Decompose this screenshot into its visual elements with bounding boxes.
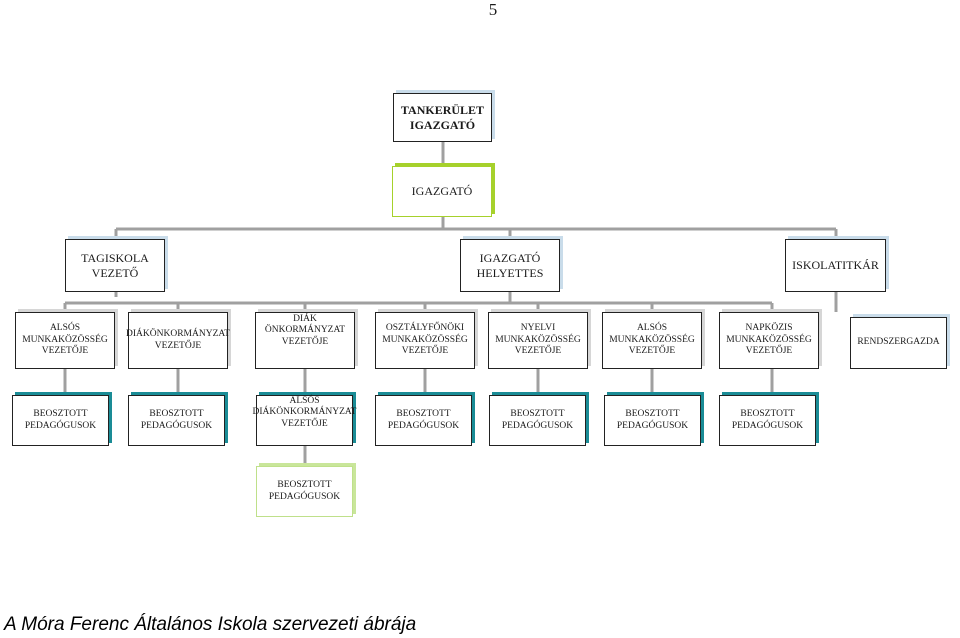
diak-onkormanyzat-label: DIÁK ÖNKORMÁNYZAT VEZETŐJE xyxy=(255,312,355,369)
also-diakonkormanyzat-node: ALSÓS DIÁKÖNKORMÁNYZAT VEZETŐJE xyxy=(253,392,356,446)
beosztott-pedagogusok-1-node: BEOSZTOTT PEDAGÓGUSOK xyxy=(12,392,112,446)
napkozis-node: NAPKÖZIS MUNKAKÖZÖSSÉG VEZETŐJE xyxy=(719,309,822,369)
igazgato-helyettes-label: IGAZGATÓ HELYETTES xyxy=(460,239,560,292)
beosztott-pedagogusok-6-label: BEOSZTOTT PEDAGÓGUSOK xyxy=(604,395,701,446)
rendszergazda-label: RENDSZERGAZDA xyxy=(850,317,947,369)
beosztott-pedagogusok-1-label: BEOSZTOTT PEDAGÓGUSOK xyxy=(12,395,109,446)
also-munkakozosseg-2-node: ALSÓS MUNKAKÖZÖSSÉG VEZETŐJE xyxy=(602,309,705,369)
also-munkakozosseg-2-label: ALSÓS MUNKAKÖZÖSSÉG VEZETŐJE xyxy=(602,312,702,369)
beosztott-pedagogusok-2-label: BEOSZTOTT PEDAGÓGUSOK xyxy=(128,395,225,446)
beosztott-pedagogusok-5-label: BEOSZTOTT PEDAGÓGUSOK xyxy=(489,395,586,446)
tagiskola-vezeto-label: TAGISKOLA VEZETŐ xyxy=(65,239,165,292)
beosztott-pedagogusok-4-label: BEOSZTOTT PEDAGÓGUSOK xyxy=(375,395,472,446)
beosztott-pedagogusok-7-node: BEOSZTOTT PEDAGÓGUSOK xyxy=(719,392,819,446)
diak-onkormanyzat-node: DIÁK ÖNKORMÁNYZAT VEZETŐJE xyxy=(255,309,358,369)
beosztott-pedagogusok-6-node: BEOSZTOTT PEDAGÓGUSOK xyxy=(604,392,704,446)
also-munkakozosseg-label: ALSÓS MUNKAKÖZÖSSÉG VEZETŐJE xyxy=(15,312,115,369)
iskolatitkar-label: ISKOLATITKÁR xyxy=(785,239,886,292)
beosztott-pedagogusok-7-label: BEOSZTOTT PEDAGÓGUSOK xyxy=(719,395,816,446)
napkozis-label: NAPKÖZIS MUNKAKÖZÖSSÉG VEZETŐJE xyxy=(719,312,819,369)
beosztott-pedagogusok-8-node: BEOSZTOTT PEDAGÓGUSOK xyxy=(256,463,356,517)
diagram-caption: A Móra Ferenc Általános Iskola szervezet… xyxy=(4,614,417,635)
igazgato-helyettes-node: IGAZGATÓ HELYETTES xyxy=(460,236,563,292)
nyelvi-label: NYELVI MUNKAKÖZÖSSÉG VEZETŐJE xyxy=(488,312,588,369)
beosztott-pedagogusok-8-label: BEOSZTOTT PEDAGÓGUSOK xyxy=(256,466,353,517)
tankerulet-igazgato-node: TANKERÜLET IGAZGATÓ xyxy=(393,90,495,142)
beosztott-pedagogusok-2-node: BEOSZTOTT PEDAGÓGUSOK xyxy=(128,392,228,446)
nyelvi-node: NYELVI MUNKAKÖZÖSSÉG VEZETŐJE xyxy=(488,309,591,369)
igazgato-label: IGAZGATÓ xyxy=(392,166,492,217)
also-diakonkormanyzat-label: ALSÓS DIÁKÖNKORMÁNYZAT VEZETŐJE xyxy=(253,395,356,446)
tagiskola-vezeto-node: TAGISKOLA VEZETŐ xyxy=(65,236,168,292)
diakonkormanyzat-node: DIÁKÖNKORMÁNYZAT VEZETŐJE xyxy=(126,309,231,369)
osztalyfonoki-node: OSZTÁLYFŐNÖKI MUNKAKÖZÖSSÉG VEZETŐJE xyxy=(375,309,478,369)
also-munkakozosseg-node: ALSÓS MUNKAKÖZÖSSÉG VEZETŐJE xyxy=(15,309,118,369)
beosztott-pedagogusok-5-node: BEOSZTOTT PEDAGÓGUSOK xyxy=(489,392,589,446)
iskolatitkar-node: ISKOLATITKÁR xyxy=(785,236,889,292)
rendszergazda-node: RENDSZERGAZDA xyxy=(850,314,950,369)
tankerulet-igazgato-label: TANKERÜLET IGAZGATÓ xyxy=(393,93,492,142)
page-number: 5 xyxy=(488,0,498,19)
osztalyfonoki-label: OSZTÁLYFŐNÖKI MUNKAKÖZÖSSÉG VEZETŐJE xyxy=(375,312,475,369)
igazgato-node: IGAZGATÓ xyxy=(392,163,495,217)
beosztott-pedagogusok-4-node: BEOSZTOTT PEDAGÓGUSOK xyxy=(375,392,475,446)
diakonkormanyzat-label: DIÁKÖNKORMÁNYZAT VEZETŐJE xyxy=(126,312,230,369)
